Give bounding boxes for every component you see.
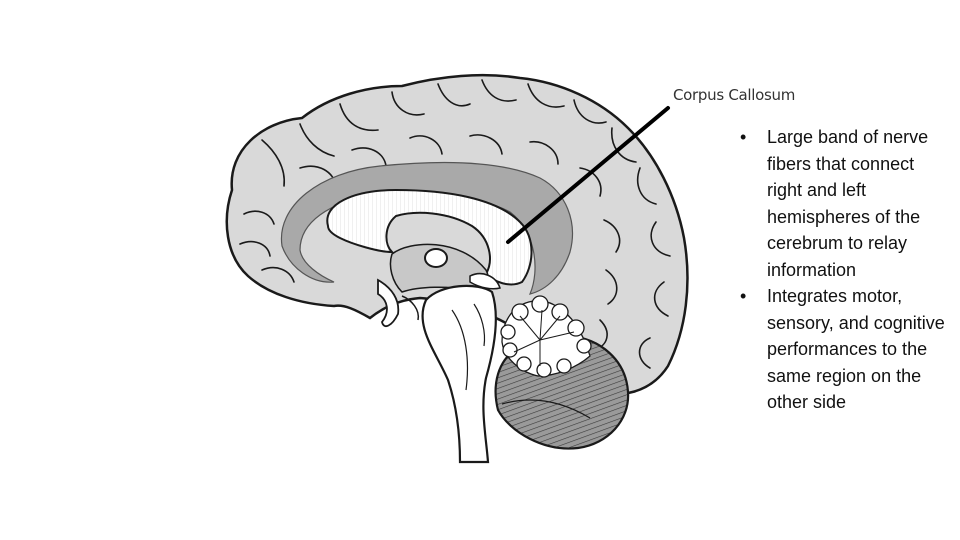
interthalamic-adhesion: [424, 248, 448, 268]
bullet-item: • Large band of nerve fibers that connec…: [740, 124, 952, 283]
bullet-item: • Integrates motor, sensory, and cogniti…: [740, 283, 952, 416]
corpus-callosum-label: Corpus Callosum: [673, 86, 796, 104]
callout-line: [506, 106, 670, 244]
bullet-marker: •: [740, 286, 747, 306]
corpus-callosum: [326, 188, 533, 286]
bullet-text: Integrates motor, sensory, and cognitive…: [767, 286, 945, 412]
bullet-text: Large band of nerve fibers that connect …: [767, 127, 929, 280]
bullet-marker: •: [740, 127, 747, 147]
cerebrum: [225, 73, 689, 396]
sulci: [239, 79, 671, 369]
bullet-list: • Large band of nerve fibers that connec…: [740, 124, 952, 416]
brainstem: [421, 284, 497, 464]
